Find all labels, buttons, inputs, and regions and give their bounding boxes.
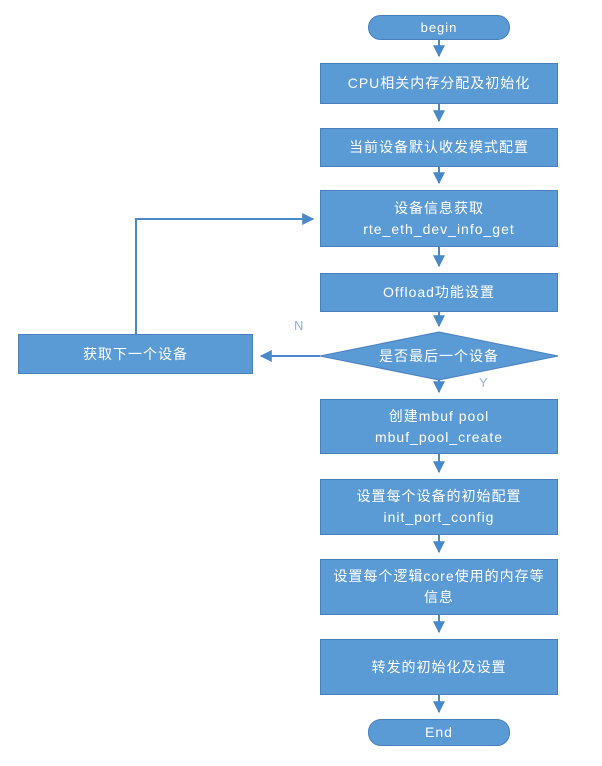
decision-diamond-shape (319, 331, 559, 381)
node-port-config: 设置每个设备的初始配置 init_port_config (320, 479, 558, 535)
node-decision-label: 是否最后一个设备 (379, 348, 499, 364)
edge-next-devinfo-loop (135, 213, 315, 334)
node-default-mode: 当前设备默认收发模式配置 (320, 128, 558, 167)
node-end: End (368, 719, 510, 746)
node-cpu-init-label: CPU相关内存分配及初始化 (347, 75, 531, 91)
node-begin-label: begin (420, 20, 458, 35)
node-mbuf-pool: 创建mbuf pool mbuf_pool_create (320, 399, 558, 454)
node-end-label: End (425, 724, 453, 740)
node-port-config-line2: init_port_config (383, 509, 495, 525)
node-forward-init-label: 转发的初始化及设置 (371, 658, 507, 675)
node-cpu-init: CPU相关内存分配及初始化 (320, 63, 558, 104)
node-default-mode-label: 当前设备默认收发模式配置 (349, 139, 529, 155)
node-begin: begin (368, 15, 510, 40)
node-next-device: 获取下一个设备 (18, 334, 253, 374)
node-mbuf-pool-line1: 创建mbuf pool (388, 407, 490, 424)
node-port-config-line1: 设置每个设备的初始配置 (356, 488, 522, 504)
node-dev-info-line1: 设备信息获取 (394, 199, 484, 216)
node-mbuf-pool-line2: mbuf_pool_create (374, 428, 504, 445)
node-dev-info: 设备信息获取 rte_eth_dev_info_get (320, 190, 558, 247)
node-core-mem-line2: 信息 (424, 589, 454, 605)
node-forward-init: 转发的初始化及设置 (320, 639, 558, 695)
node-offload: Offload功能设置 (320, 273, 558, 312)
edge-label-no: N (294, 318, 304, 333)
node-dev-info-line2: rte_eth_dev_info_get (363, 220, 515, 237)
node-offload-label: Offload功能设置 (383, 284, 495, 300)
node-core-mem-line1: 设置每个逻辑core使用的内存等 (333, 568, 545, 584)
edge-label-yes: Y (479, 375, 488, 390)
node-next-device-label: 获取下一个设备 (83, 345, 188, 362)
node-core-mem: 设置每个逻辑core使用的内存等 信息 (320, 559, 558, 615)
node-decision: 是否最后一个设备 (320, 332, 558, 380)
